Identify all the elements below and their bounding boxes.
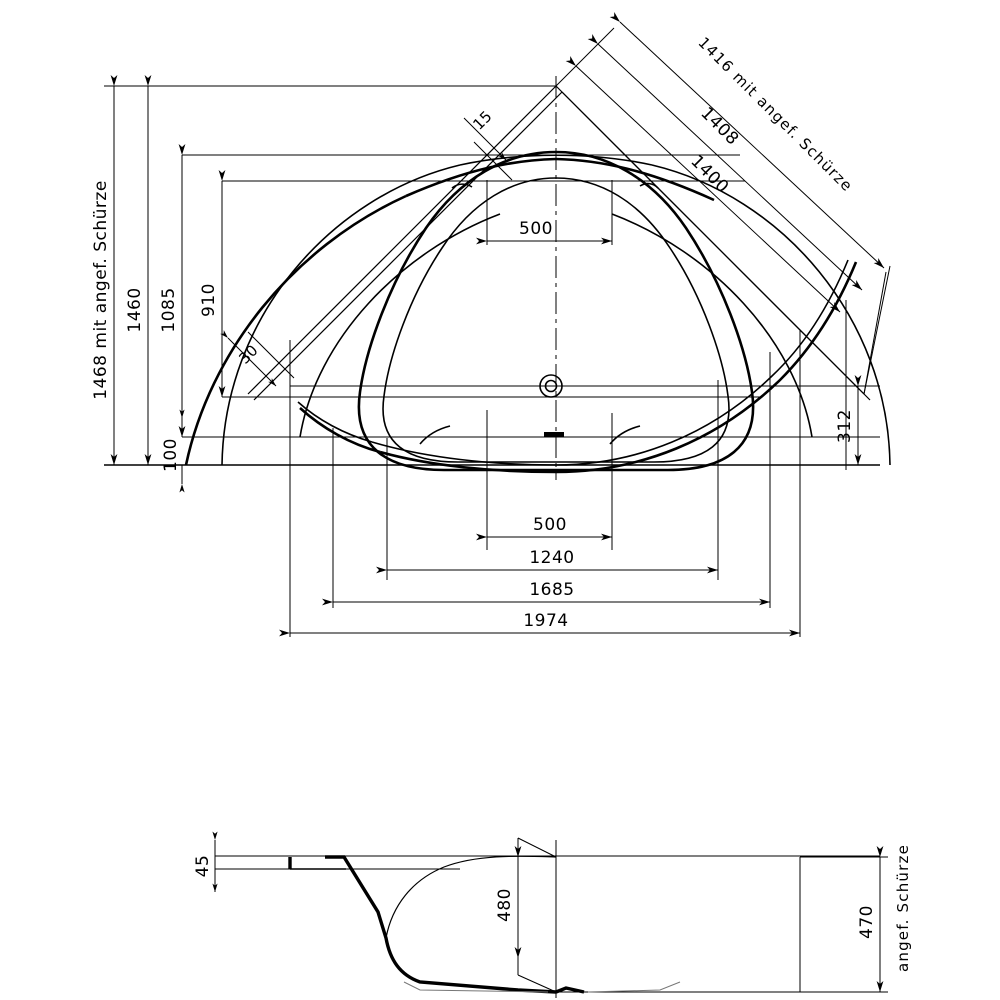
dim-label-1468: 1468 mit angef. Schürze bbox=[91, 180, 111, 400]
dim-label-1974: 1974 bbox=[523, 611, 568, 631]
section-view bbox=[212, 831, 888, 998]
dim-label-500-bottom: 500 bbox=[533, 515, 567, 535]
tub-wall-profile bbox=[325, 855, 557, 994]
plan-vertical-dimensions bbox=[110, 75, 226, 493]
dim-label-480: 480 bbox=[495, 888, 515, 922]
dim-label-30: 30 bbox=[235, 341, 261, 367]
drain-icon bbox=[539, 374, 563, 398]
dim-label-312: 312 bbox=[835, 409, 855, 443]
drain-notch bbox=[555, 986, 585, 994]
dim-label-45: 45 bbox=[193, 855, 213, 878]
base-rail-right bbox=[587, 981, 681, 993]
dim-label-1685: 1685 bbox=[529, 580, 574, 600]
dim-label-1240: 1240 bbox=[529, 548, 574, 568]
bowl-inner-curve bbox=[385, 855, 557, 939]
dim-label-470: 470 bbox=[857, 905, 877, 939]
plan-dim-500-top bbox=[476, 180, 613, 245]
dim-label-500-top: 500 bbox=[519, 219, 553, 239]
dim-label-1085: 1085 bbox=[159, 287, 179, 332]
section-dim-480 bbox=[514, 837, 557, 993]
dim-label-1408: 1408 bbox=[696, 103, 742, 149]
plan-horizontal-dimensions bbox=[279, 533, 800, 637]
dim-label-1400: 1400 bbox=[686, 151, 732, 197]
dim-label-100: 100 bbox=[161, 438, 181, 472]
section-note-schuerze: angef. Schürze bbox=[894, 844, 912, 972]
section-dim-470 bbox=[800, 846, 888, 993]
plan-grid-horizontals bbox=[290, 385, 880, 438]
dim-label-910: 910 bbox=[199, 283, 219, 317]
dim-label-1460: 1460 bbox=[125, 287, 145, 332]
plan-dim-30 bbox=[220, 330, 295, 387]
plan-dim-312 bbox=[800, 375, 880, 466]
base-rail-left bbox=[403, 981, 549, 993]
overflow-mark bbox=[544, 432, 564, 437]
plan-diagonal-dimensions bbox=[555, 12, 891, 395]
dim-label-15: 15 bbox=[469, 107, 495, 133]
plan-dim-15 bbox=[463, 117, 513, 181]
plan-view bbox=[104, 12, 891, 637]
